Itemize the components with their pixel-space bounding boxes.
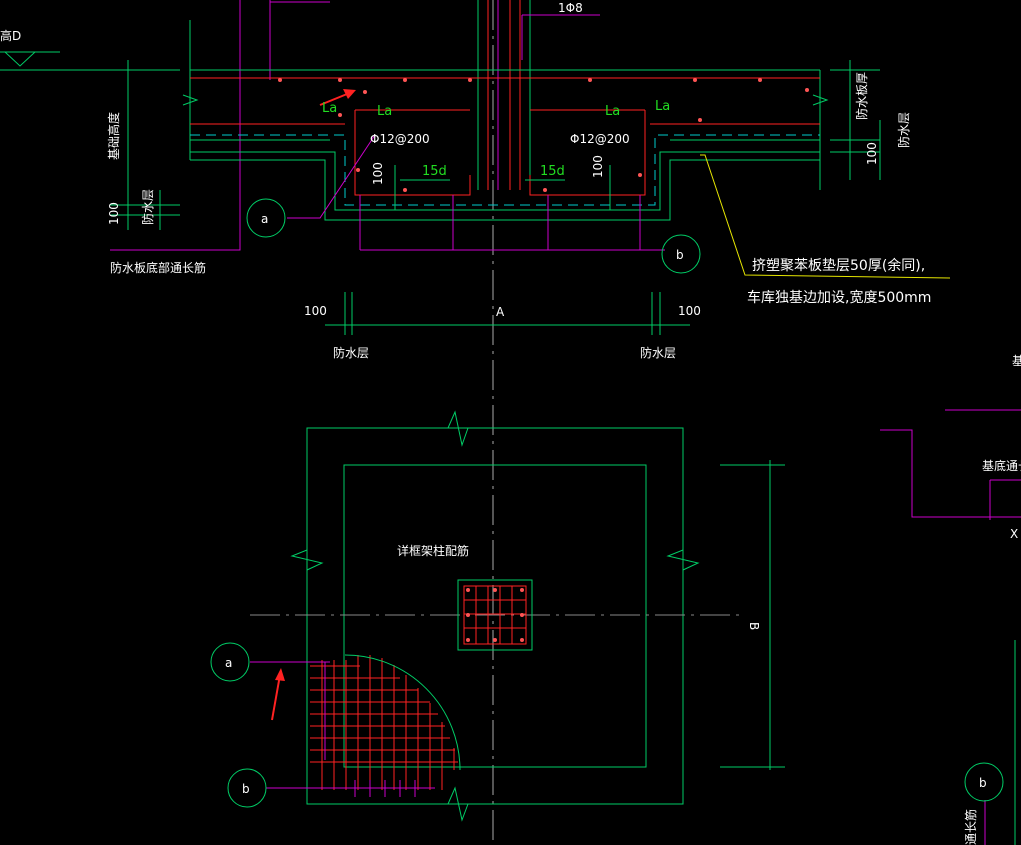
left-height-label: 基础高度 bbox=[106, 112, 121, 160]
left-waterproof-label: 防水层 bbox=[140, 189, 155, 225]
right-fragment: 基 基底通长 X b 通长筋 bbox=[880, 354, 1021, 845]
rebar-spacing-label: Φ12@200 bbox=[570, 132, 630, 146]
callout-b-label: b bbox=[676, 248, 684, 262]
callout-a-label: a bbox=[261, 212, 268, 226]
column-note: 详框架柱配筋 bbox=[397, 543, 469, 558]
waterproof-right: 防水层 bbox=[640, 345, 676, 360]
note-line2: 车库独基边加设,宽度500mm bbox=[747, 289, 931, 306]
hook-label: 15d bbox=[422, 164, 447, 179]
top-rebar-label: 1Φ8 bbox=[558, 1, 583, 15]
waterproof-left: 防水层 bbox=[333, 345, 369, 360]
cover-label: 100 bbox=[591, 155, 605, 178]
anchorage-label: La bbox=[655, 99, 670, 114]
dim-left: 100 bbox=[304, 304, 327, 318]
anchorage-label: La bbox=[377, 104, 392, 119]
dim-b-label: B bbox=[747, 622, 761, 630]
plan-callout-a-label: a bbox=[225, 656, 232, 670]
right-top-char: 基 bbox=[1012, 354, 1021, 368]
right-callout-b-label: b bbox=[979, 776, 987, 790]
bottom-bar-label: 防水板底部通长筋 bbox=[110, 260, 206, 275]
note-line1: 挤塑聚苯板垫层50厚(余同), bbox=[752, 257, 925, 274]
anchorage-label: La bbox=[322, 101, 337, 116]
cover-label: 100 bbox=[371, 162, 385, 185]
right-vertical-label: 通长筋 bbox=[963, 809, 978, 845]
right-waterproof-label: 防水层 bbox=[896, 112, 911, 148]
right-x-label: X bbox=[1010, 527, 1018, 541]
rebar-spacing-label: Φ12@200 bbox=[370, 132, 430, 146]
cut-elevation-label: 高D bbox=[0, 28, 21, 43]
left-offset-label: 100 bbox=[107, 202, 121, 225]
right-base-label: 基底通长 bbox=[982, 458, 1021, 473]
right-offset-label: 100 bbox=[865, 142, 879, 165]
right-thickness-label: 防水板厚 bbox=[854, 72, 869, 120]
dim-right: 100 bbox=[678, 304, 701, 318]
dim-span: A bbox=[496, 305, 505, 319]
plan-view: 详框架柱配筋 B a b bbox=[210, 410, 785, 822]
hook-label: 15d bbox=[540, 164, 565, 179]
plan-callout-b-label: b bbox=[242, 782, 250, 796]
section-view: 高D 1Φ8 La La La La Φ12@200 Φ12@200 15d 1… bbox=[0, 0, 951, 845]
anchorage-label: La bbox=[605, 104, 620, 119]
